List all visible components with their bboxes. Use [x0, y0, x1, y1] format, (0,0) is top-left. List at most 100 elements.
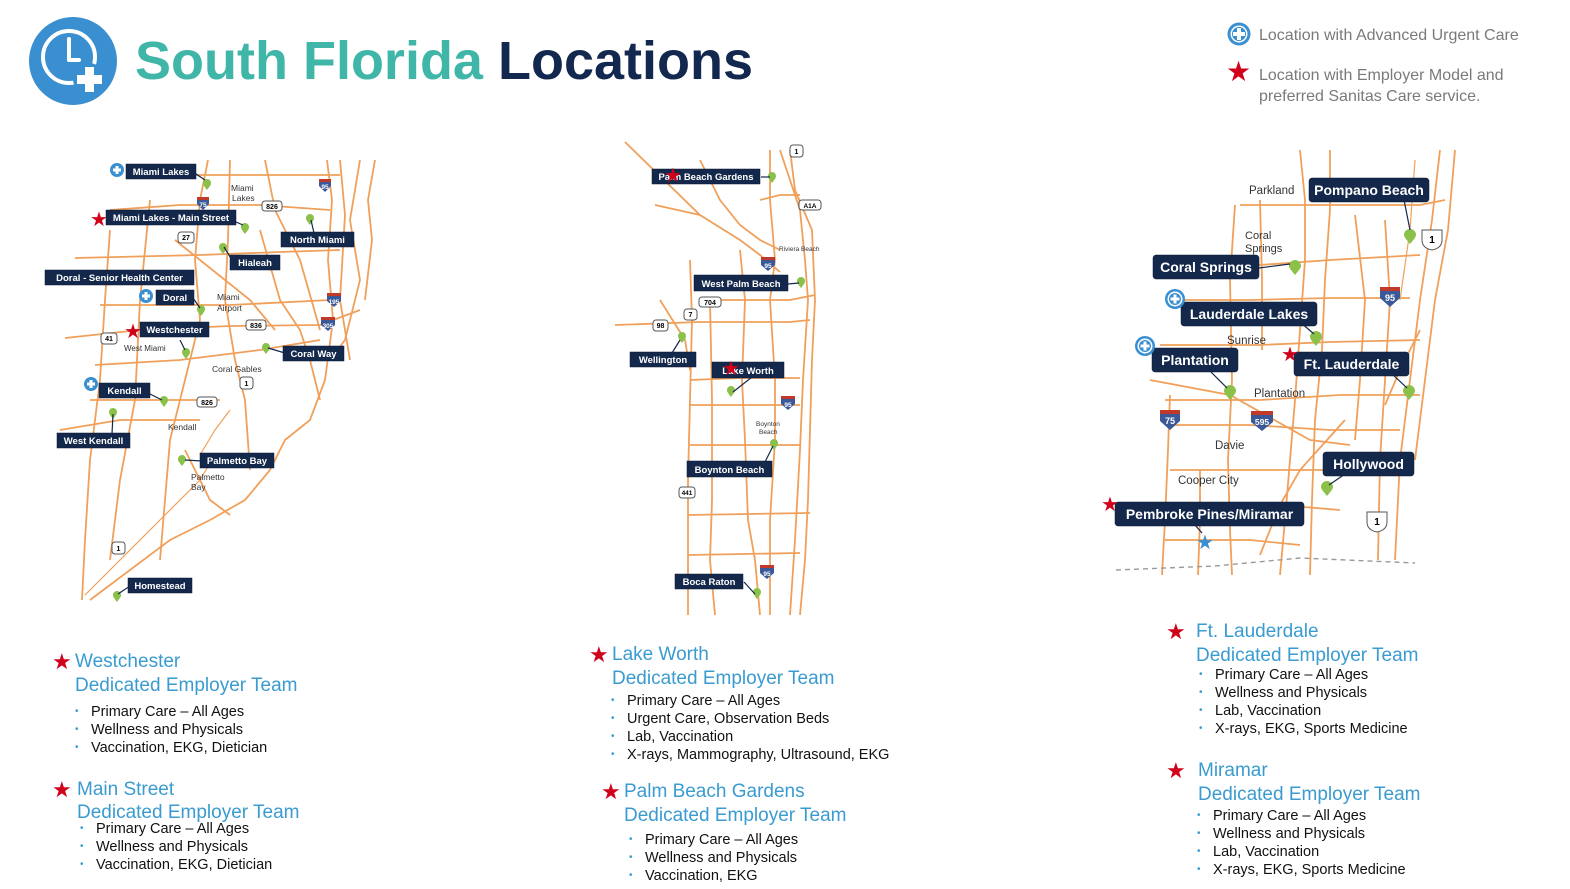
map-pin-icon [306, 214, 314, 225]
svg-text:Pompano Beach: Pompano Beach [1314, 182, 1424, 198]
svg-text:95: 95 [763, 571, 771, 578]
map-label-west-kendall[interactable]: West Kendall [56, 432, 131, 449]
shield-i595: 595 [1251, 411, 1273, 431]
map-label-west-palm-beach[interactable]: West Palm Beach [693, 274, 789, 292]
shield-i95-c: 95 [760, 565, 774, 579]
shield-441: 441 [678, 486, 696, 499]
plus-circle-icon [1135, 336, 1155, 356]
map-pin-icon [768, 172, 776, 183]
service-item: •X-rays, Mammography, Ultrasound, EKG [611, 747, 890, 763]
town-kendall: Kendall [168, 422, 196, 432]
map-label-plantation[interactable]: Plantation [1151, 347, 1239, 373]
svg-text:1: 1 [117, 546, 121, 553]
map-label-pompano-beach[interactable]: Pompano Beach [1308, 177, 1430, 203]
map-label-coral-way[interactable]: Coral Way [282, 345, 345, 362]
svg-text:Hollywood: Hollywood [1333, 456, 1404, 472]
svg-text:1: 1 [245, 381, 249, 388]
svg-text:Lauderdale Lakes: Lauderdale Lakes [1190, 306, 1308, 322]
map-label-hollywood[interactable]: Hollywood [1322, 451, 1415, 477]
map-pin-icon [219, 243, 227, 254]
town-coral-gables: Coral Gables [212, 364, 262, 374]
svg-text:Doral - Senior Health Center: Doral - Senior Health Center [56, 273, 183, 284]
map-label-boynton-beach[interactable]: Boynton Beach [686, 460, 773, 478]
svg-text:195: 195 [329, 299, 340, 306]
location-lake-worth-name: Lake Worth [612, 644, 709, 665]
map-label-doral-senior[interactable]: Doral - Senior Health Center [44, 269, 195, 286]
shield-i95: 95 [319, 179, 331, 192]
map-label-pembroke-miramar[interactable]: Pembroke Pines/Miramar [1114, 501, 1305, 527]
shield-826-south: 826 [196, 396, 218, 408]
shield-27: 27 [177, 231, 195, 244]
shield-i305: 305 [321, 317, 335, 331]
map-label-palmetto-bay[interactable]: Palmetto Bay [199, 452, 275, 469]
shield-7: 7 [683, 308, 698, 321]
service-item: •X-rays, EKG, Sports Medicine [1199, 721, 1408, 737]
map-label-hialeah[interactable]: Hialeah [229, 254, 281, 271]
page-title: South Florida Locations [135, 28, 753, 94]
map-label-doral[interactable]: Doral [155, 289, 195, 306]
map-palm-beach: Riviera Beach Boynton Beach 1 A1A 95 704… [614, 141, 822, 616]
location-palm-beach-gardens-name: Palm Beach Gardens [624, 781, 805, 802]
map-label-kendall[interactable]: Kendall [98, 382, 151, 399]
service-item: •Urgent Care, Observation Beds [611, 711, 830, 727]
map-pin-icon [1310, 331, 1322, 346]
miami-pins [109, 179, 314, 602]
map-pin-icon [727, 386, 735, 397]
town-coral-springs: Coral [1245, 230, 1271, 242]
town-boynton-2: Beach [759, 429, 778, 436]
location-main-street-name: Main Street [77, 779, 175, 800]
map-pin-icon [797, 277, 805, 288]
svg-text:Westchester: Westchester [146, 325, 203, 336]
svg-text:98: 98 [657, 323, 665, 330]
miami-towns: Miami Lakes Miami Airport West Miami Cor… [124, 183, 262, 492]
svg-text:27: 27 [182, 235, 190, 242]
svg-text:1: 1 [795, 149, 799, 156]
service-item: •Wellness and Physicals [1199, 685, 1368, 701]
shield-i95-a: 95 [761, 257, 775, 271]
shield-98: 98 [652, 319, 669, 332]
map-label-miami-lakes[interactable]: Miami Lakes [125, 163, 197, 180]
map-label-north-miami[interactable]: North Miami [280, 231, 355, 248]
red-star-icon: ★ [601, 779, 621, 804]
red-star-icon: ★ [52, 649, 72, 674]
plus-circle-icon [110, 163, 124, 177]
map-label-lauderdale-lakes[interactable]: Lauderdale Lakes [1180, 301, 1318, 327]
town-miami-lakes: Miami [231, 183, 254, 193]
svg-text:North Miami: North Miami [290, 235, 345, 246]
shield-41: 41 [100, 332, 118, 345]
location-lake-worth-services: •Primary Care – All Ages •Urgent Care, O… [611, 692, 889, 764]
service-item: •Wellness and Physicals [629, 850, 798, 866]
location-lake-worth-team: Dedicated Employer Team [612, 668, 835, 689]
location-miramar-name: Miramar [1198, 760, 1268, 781]
map-pin-icon [262, 343, 270, 354]
shield-us1-b: 1 [1366, 511, 1388, 533]
shield-836: 836 [245, 319, 267, 331]
town-coral-springs-2: Springs [1245, 243, 1283, 255]
legend-star-icon: ★ [1226, 56, 1252, 87]
service-item: •Wellness and Physicals [75, 722, 244, 738]
palm-markers: ★ ★ [664, 165, 740, 380]
location-westchester-team: Dedicated Employer Team [75, 675, 298, 696]
service-item: •Lab, Vaccination [1199, 703, 1322, 719]
svg-text:Wellington: Wellington [639, 355, 688, 366]
svg-text:Boynton Beach: Boynton Beach [695, 465, 765, 476]
map-pin-icon [182, 348, 190, 359]
map-label-westchester[interactable]: Westchester [139, 321, 210, 338]
map-label-ft-lauderdale[interactable]: Ft. Lauderdale [1293, 351, 1410, 377]
map-label-miami-lakes-main[interactable]: Miami Lakes - Main Street [105, 209, 237, 226]
svg-text:Palmetto Bay: Palmetto Bay [207, 456, 268, 467]
svg-text:704: 704 [704, 300, 716, 307]
legend-employer-text-1: Location with Employer Model and [1259, 67, 1504, 84]
map-label-coral-springs[interactable]: Coral Springs [1152, 254, 1260, 280]
town-davie: Davie [1215, 440, 1244, 452]
svg-text:95: 95 [784, 402, 792, 409]
location-palm-beach-gardens-services: •Primary Care – All Ages •Wellness and P… [629, 831, 798, 885]
svg-text:Miami Lakes - Main Street: Miami Lakes - Main Street [113, 213, 230, 224]
map-label-lake-worth[interactable]: Lake Worth [711, 361, 785, 379]
map-label-wellington[interactable]: Wellington [629, 351, 697, 368]
svg-text:Coral Springs: Coral Springs [1160, 259, 1252, 275]
map-label-boca-raton[interactable]: Boca Raton [674, 573, 744, 590]
map-label-palm-beach-gardens[interactable]: Palm Beach Gardens [651, 168, 761, 185]
location-westchester-services: •Primary Care – All Ages •Wellness and P… [75, 703, 267, 757]
map-label-homestead[interactable]: Homestead [127, 577, 193, 594]
